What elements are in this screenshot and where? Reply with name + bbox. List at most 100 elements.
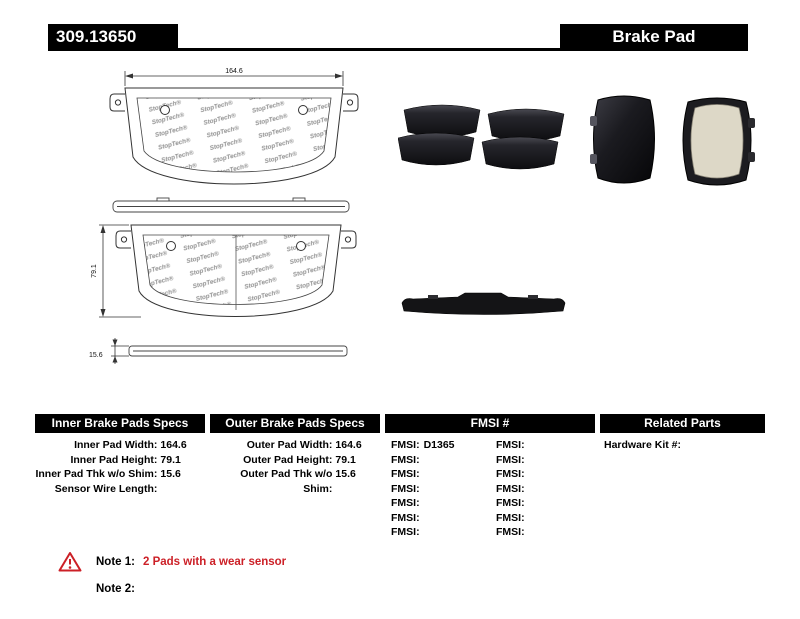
notes-section: Note 1: 2 Pads with a wear sensor Note 2… [58, 551, 286, 597]
dim-thickness-arrow-bottom [112, 356, 118, 363]
dim-height-value: 79.1 [91, 264, 98, 278]
fmsi-label: FMSI: [496, 511, 525, 524]
bottom-pad-hole-right [296, 241, 306, 251]
inner-specs-header: Inner Brake Pads Specs [35, 414, 205, 433]
pad-profile-tab-right [528, 295, 538, 299]
table-row: Inner Pad Height: 79.1 [35, 453, 205, 468]
outer-specs-column: Outer Brake Pads Specs Outer Pad Width: … [210, 414, 380, 540]
top-pad-hole-left [160, 105, 170, 115]
fmsi-label: FMSI: [391, 468, 420, 480]
fmsi-value [525, 438, 529, 453]
fmsi-value [525, 496, 529, 511]
warning-icon [58, 552, 82, 572]
fmsi-value: D1365 [423, 439, 455, 451]
fmsi-label: FMSI: [496, 439, 525, 451]
table-row: Inner Pad Width: 164.6 [35, 438, 205, 453]
technical-drawing: StopTech® 164.6 [89, 68, 359, 364]
fmsi-header: FMSI # [385, 414, 595, 433]
bottom-pad-ear-hole-left [120, 236, 128, 243]
fmsi-label: FMSI: [496, 497, 525, 509]
dim-width-lines [124, 71, 344, 86]
spec-value: 164.6 [160, 439, 187, 451]
fmsi-label: FMSI: [391, 511, 420, 524]
photo-pad-pair [590, 95, 755, 186]
related-label: Hardware Kit #: [604, 439, 682, 451]
header-rule [48, 48, 748, 51]
dim-thickness-value: 15.6 [89, 352, 103, 359]
dim-arrow-left [125, 73, 133, 79]
page-title: Brake Pad [560, 24, 748, 51]
spec-label: Inner Pad Thk w/o Shim: [35, 468, 158, 480]
table-row: FMSI: FMSI: [385, 511, 595, 526]
part-number: 309.13650 [48, 24, 178, 51]
dim-height-lines [99, 224, 141, 318]
table-row: FMSI: FMSI: [385, 525, 595, 540]
ceramic-pad-photo [682, 97, 755, 186]
spec-value: 79.1 [335, 453, 356, 466]
table-row: Sensor Wire Length: [35, 482, 205, 497]
table-row: FMSI: FMSI: [385, 467, 595, 482]
header: 309.13650 Brake Pad [48, 24, 748, 51]
fmsi-value [525, 467, 529, 482]
table-row: Hardware Kit #: [600, 438, 765, 453]
fmsi-label: FMSI: [496, 453, 525, 466]
fmsi-value [420, 496, 424, 511]
fmsi-value [420, 453, 424, 468]
spec-value [157, 482, 160, 497]
inner-specs-column: Inner Brake Pads Specs Inner Pad Width: … [35, 414, 205, 540]
fmsi-value [420, 525, 424, 540]
fmsi-label: FMSI: [391, 439, 420, 451]
spec-label: Outer Pad Width: [246, 439, 333, 451]
top-pad-ear-hole-left [114, 99, 122, 106]
spec-value: 79.1 [160, 453, 181, 466]
top-pad-ear-hole-right [346, 99, 354, 106]
spec-value: 164.6 [335, 439, 362, 451]
fmsi-label: FMSI: [496, 526, 525, 538]
table-row: Outer Pad Thk w/o Shim: 15.6 [210, 467, 380, 496]
related-parts-header: Related Parts [600, 414, 765, 433]
spec-label: Outer Pad Height: [243, 453, 333, 466]
table-row: Outer Pad Height: 79.1 [210, 453, 380, 468]
dim-arrow-right [335, 73, 343, 79]
spec-label: Outer Pad Thk w/o Shim: [240, 468, 333, 495]
fmsi-label: FMSI: [391, 482, 420, 495]
fmsi-label: FMSI: [391, 526, 420, 538]
outer-specs-header: Outer Brake Pads Specs [210, 414, 380, 433]
fmsi-label: FMSI: [496, 482, 525, 495]
fmsi-value [420, 511, 424, 526]
table-row: FMSI:D1365 FMSI: [385, 438, 595, 453]
dim-height-arrow-top [100, 225, 106, 233]
table-row: Inner Pad Thk w/o Shim: 15.6 [35, 467, 205, 482]
note1-text: 2 Pads with a wear sensor [142, 555, 287, 568]
related-value [681, 439, 684, 451]
table-row: FMSI: FMSI: [385, 482, 595, 497]
top-pad-edge-view [112, 197, 350, 213]
bottom-pad-hole-left [166, 241, 176, 251]
dim-height-arrow-bottom [100, 309, 106, 317]
spec-label: Sensor Wire Length: [54, 482, 158, 495]
photo-pad-set [398, 104, 565, 170]
fmsi-value [420, 482, 424, 497]
dim-width-value: 164.6 [225, 68, 243, 75]
fmsi-value [420, 467, 424, 482]
fmsi-label: FMSI: [496, 468, 525, 480]
spec-label: Inner Pad Width: [74, 439, 158, 451]
table-row: FMSI: FMSI: [385, 496, 595, 511]
pad-profile-tab-left [428, 295, 438, 299]
spec-tables: Inner Brake Pads Specs Inner Pad Width: … [35, 414, 765, 540]
table-row: Outer Pad Width: 164.6 [210, 438, 380, 453]
note1-label: Note 1: [96, 555, 135, 568]
spec-value: 15.6 [160, 468, 181, 480]
black-pad-photo [590, 95, 655, 184]
fmsi-value [525, 453, 529, 468]
bottom-pad-ear-hole-right [344, 236, 352, 243]
pad-profile-shape [401, 292, 566, 315]
bottom-pad-edge-view [128, 345, 348, 357]
fmsi-value [525, 525, 529, 540]
pad-set-front-row [398, 132, 559, 170]
fmsi-label: FMSI: [391, 453, 420, 466]
top-pad-hole-right [298, 105, 308, 115]
photo-pad-profile [401, 292, 566, 315]
dim-thickness-arrow-top [112, 339, 118, 346]
